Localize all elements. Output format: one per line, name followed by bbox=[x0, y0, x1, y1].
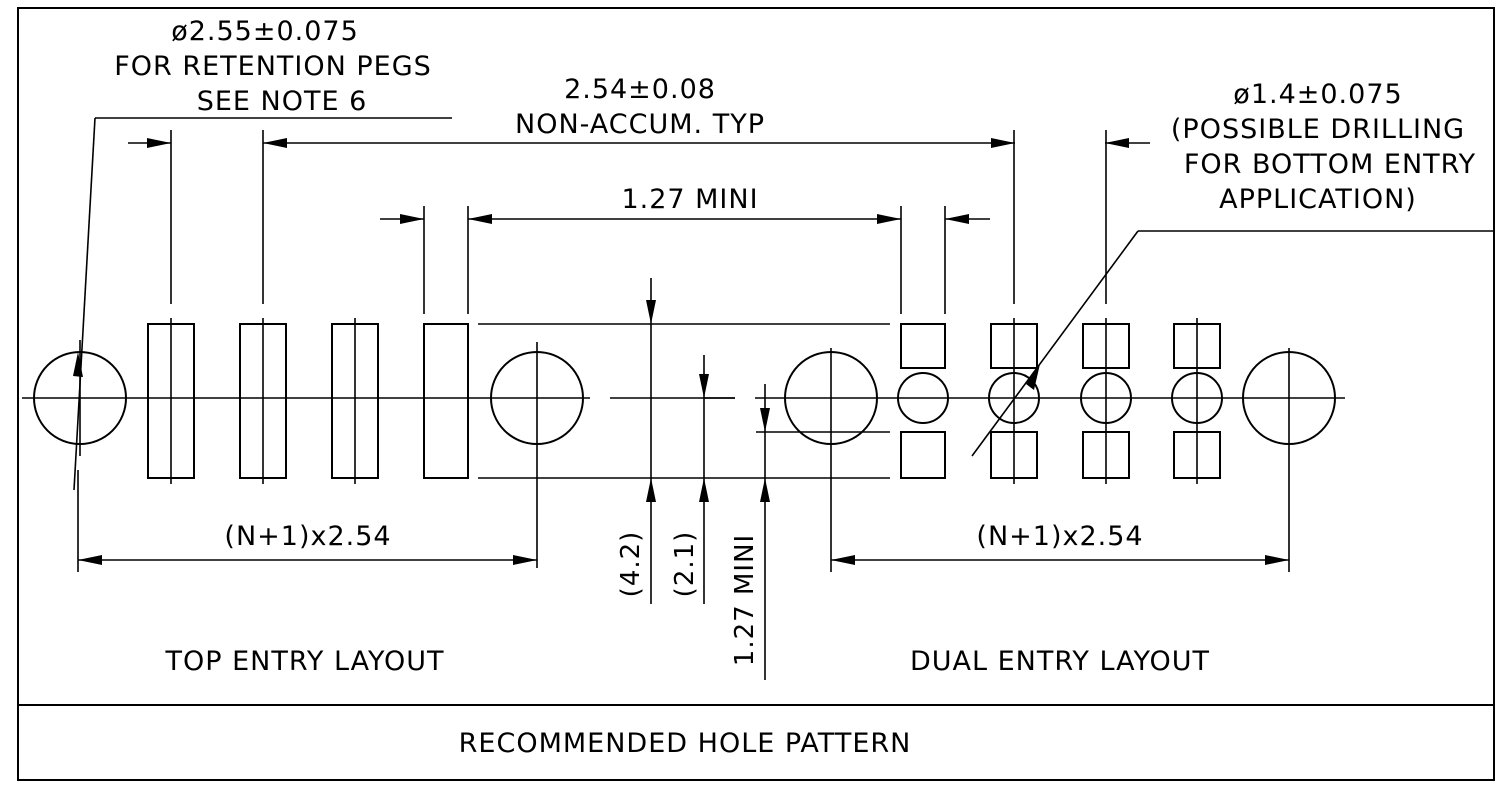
gap-arrow-4 bbox=[945, 214, 969, 224]
dual-entry-layout-label: DUAL ENTRY LAYOUT bbox=[910, 646, 1210, 677]
dim-4-2-arrow-top bbox=[646, 300, 656, 324]
gap-arrow-3 bbox=[877, 214, 901, 224]
pitch-arrow-2 bbox=[263, 138, 287, 148]
drill-note-line-2: FOR BOTTOM ENTRY bbox=[1184, 149, 1476, 180]
span-right-arrow-2 bbox=[1265, 555, 1289, 565]
span-right-label: (N+1)x2.54 bbox=[976, 521, 1143, 552]
pitch-arrow-3 bbox=[991, 138, 1015, 148]
peg-note-line-1: FOR RETENTION PEGS bbox=[114, 51, 432, 82]
span-left-arrow-2 bbox=[513, 555, 537, 565]
peg-leader-diag bbox=[73, 117, 96, 491]
dim-2-1-arrow-top bbox=[699, 374, 709, 398]
pitch-label: 2.54±0.08 bbox=[564, 74, 716, 105]
drill-note-line-1: (POSSIBLE DRILLING bbox=[1171, 114, 1465, 145]
dim-4-2-arrow-bottom bbox=[646, 478, 656, 502]
drill-leader-arrow bbox=[1026, 364, 1040, 390]
outer-frame bbox=[17, 7, 1495, 781]
dim-2-1-label: (2.1) bbox=[670, 531, 700, 598]
pad-1-top bbox=[900, 323, 946, 369]
dim-2-1-arrow-bottom bbox=[699, 478, 709, 502]
drill-note-line-3: APPLICATION) bbox=[1219, 184, 1417, 215]
gap-arrow-1 bbox=[400, 214, 424, 224]
dim-4-2-label: (4.2) bbox=[616, 531, 646, 598]
drill-leader-diag bbox=[971, 230, 1139, 457]
pitch-arrow-4 bbox=[1105, 138, 1129, 148]
span-left-arrow-1 bbox=[78, 555, 102, 565]
slot-4 bbox=[423, 323, 469, 479]
span-right-arrow-1 bbox=[831, 555, 855, 565]
peg-leader-arrow bbox=[73, 352, 83, 377]
dim-1-27-arrow-bottom bbox=[760, 478, 770, 502]
pitch-note-label: NON-ACCUM. TYP bbox=[515, 109, 765, 140]
peg-dia-label: ø2.55±0.075 bbox=[171, 16, 359, 47]
dim-1-27-mini-label: 1.27 MINI bbox=[730, 534, 760, 666]
pad-1-bottom bbox=[900, 431, 946, 479]
peg-note-line-2: SEE NOTE 6 bbox=[197, 86, 368, 117]
pitch-arrow-1 bbox=[147, 138, 171, 148]
gap-arrow-2 bbox=[468, 214, 492, 224]
drill-hole-1 bbox=[897, 372, 949, 424]
top-entry-layout-label: TOP ENTRY LAYOUT bbox=[164, 646, 444, 677]
dim-1-27-arrow-top bbox=[760, 408, 770, 432]
span-left-label: (N+1)x2.54 bbox=[224, 521, 391, 552]
footer-title: RECOMMENDED HOLE PATTERN bbox=[459, 728, 912, 759]
gap-mini-label: 1.27 MINI bbox=[621, 184, 758, 215]
drill-dia-label: ø1.4±0.075 bbox=[1233, 79, 1402, 110]
